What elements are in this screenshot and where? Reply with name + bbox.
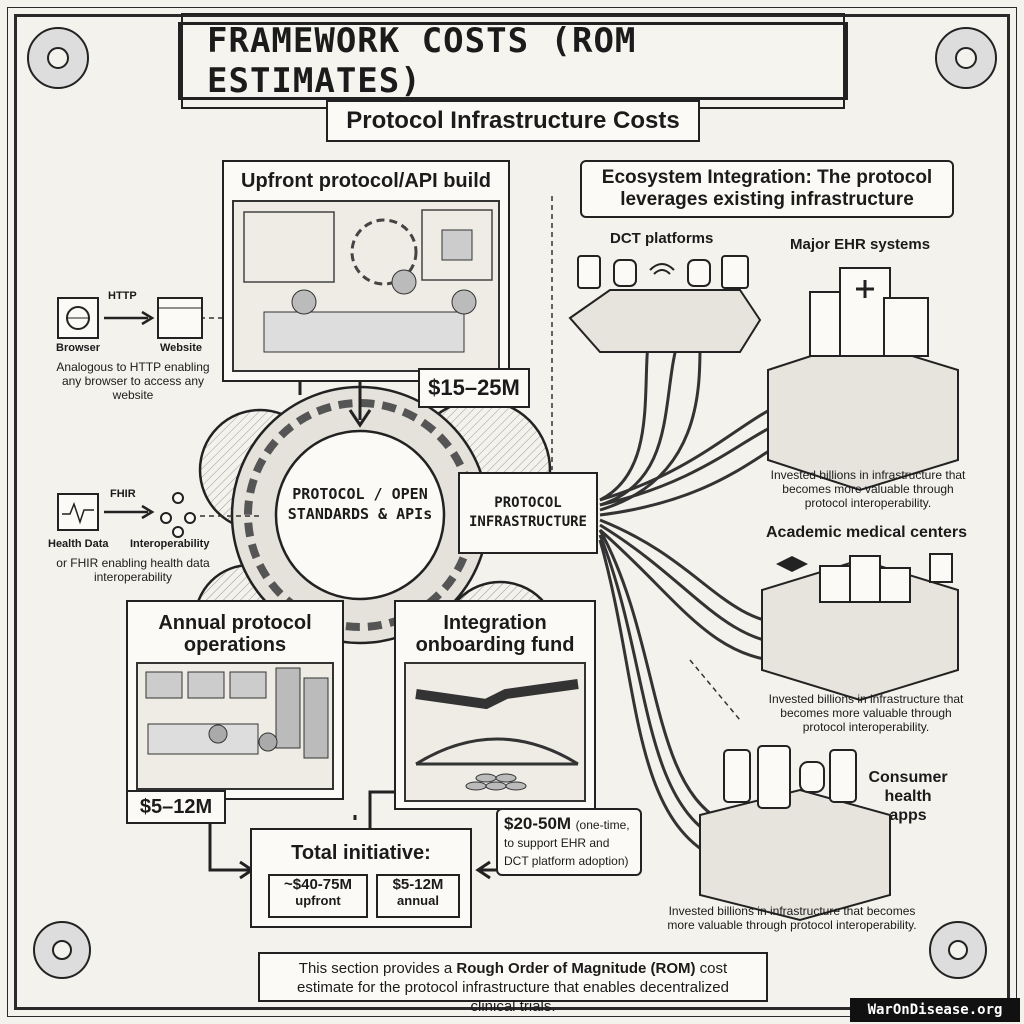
browser-label: Browser [56,342,101,354]
fhir-analogy: FHIR Health Data Interoperability or FHI… [48,488,218,588]
gear-cluster-icon [193,385,560,700]
http-label: HTTP [108,290,137,302]
dct-hub-icon [568,289,762,353]
onboarding-note: (one-time, to support EHR and DCT platfo… [504,818,630,868]
upfront-price-tag: $15–25M [418,368,530,408]
page-subtitle: Protocol Infrastructure Costs [326,100,700,142]
onboarding-price-tag: $20-50M (one-time, to support EHR and DC… [496,808,642,876]
footer-note: This section provides a Rough Order of M… [258,952,768,1015]
protocol-gear-label: PROTOCOL / OPEN STANDARDS & APIs [287,485,433,523]
onboarding-panel: Integration onboarding fund [394,600,596,810]
total-annual-value: $5-12M [392,876,444,893]
footer-bold: Rough Order of Magnitude (ROM) [456,960,696,977]
ehr-label: Major EHR systems [790,236,931,253]
corner-gear-icon [27,27,997,979]
outer-frame [7,7,1017,1017]
website-label: Website [160,342,202,354]
annual-title: Annual protocol operations [158,612,312,656]
dct-platforms-label: DCT platforms [610,230,714,247]
http-caption: Analogous to HTTP enabling any browser t… [56,360,210,402]
upfront-title: Upfront protocol/API build [241,170,491,192]
handshake-bridge-illustration [404,662,586,802]
handshake-icon [415,679,579,710]
onboarding-title: Integration onboarding fund [415,612,575,656]
graduation-cap-icon [776,556,808,572]
ecosystem-title: Ecosystem Integration: The protocol leve… [580,160,954,218]
fhir-label: FHIR [110,488,136,500]
hospital-icon [809,267,929,357]
clipboard-icon [929,553,953,583]
total-annual-label: annual [397,893,439,908]
http-analogy: HTTP Browser Website Analogous to HTTP e… [48,290,218,410]
engineers-illustration [232,200,500,372]
total-upfront-tag: ~$40-75M upfront [268,874,368,918]
phones-icon [723,745,857,809]
bridge-icon [415,737,579,766]
total-upfront-label: upfront [295,893,341,908]
onboarding-price: $20-50M [504,814,572,833]
footer-suffix: cost estimate for the protocol infrastru… [297,960,729,1015]
health-data-label: Health Data [48,538,109,550]
protocol-infrastructure-label: PROTOCOL INFRASTRUCTURE [468,495,587,530]
operations-room-illustration [136,662,334,790]
annual-operations-panel: Annual protocol operations [126,600,344,800]
academic-campus-icon [776,553,953,603]
ehr-caption: Invested billions in infrastructure that… [770,468,966,510]
total-upfront-value: ~$40-75M [284,876,352,893]
network-icon [160,492,196,538]
upfront-panel: Upfront protocol/API build [222,160,510,382]
total-annual-tag: $5-12M annual [376,874,460,918]
watermark[interactable]: WarOnDisease.org [850,998,1020,1022]
footer-prefix: This section provides a [298,960,457,977]
total-title: Total initiative: [291,842,431,864]
consumer-label: Consumer health apps [868,769,948,824]
amc-caption: Invested billions in infrastructure that… [768,692,964,734]
consumer-caption: Invested billions in infrastructure that… [667,904,917,932]
title-banner: FRAMEWORK COSTS (ROM ESTIMATES) [178,13,848,109]
website-icon [157,297,203,339]
dct-devices-icon [577,255,749,289]
fhir-caption: or FHIR enabling health data interoperab… [56,556,210,584]
total-initiative-box: Total initiative: ~$40-75M upfront $5-12… [250,828,472,928]
annual-price-tag: $5–12M [126,790,226,824]
page-title: FRAMEWORK COSTS (ROM ESTIMATES) [181,13,845,109]
heartbeat-icon [57,493,99,531]
protocol-infrastructure-box: PROTOCOL INFRASTRUCTURE [458,472,598,554]
interoperability-label: Interoperability [130,538,210,550]
amc-label: Academic medical centers [766,524,967,541]
